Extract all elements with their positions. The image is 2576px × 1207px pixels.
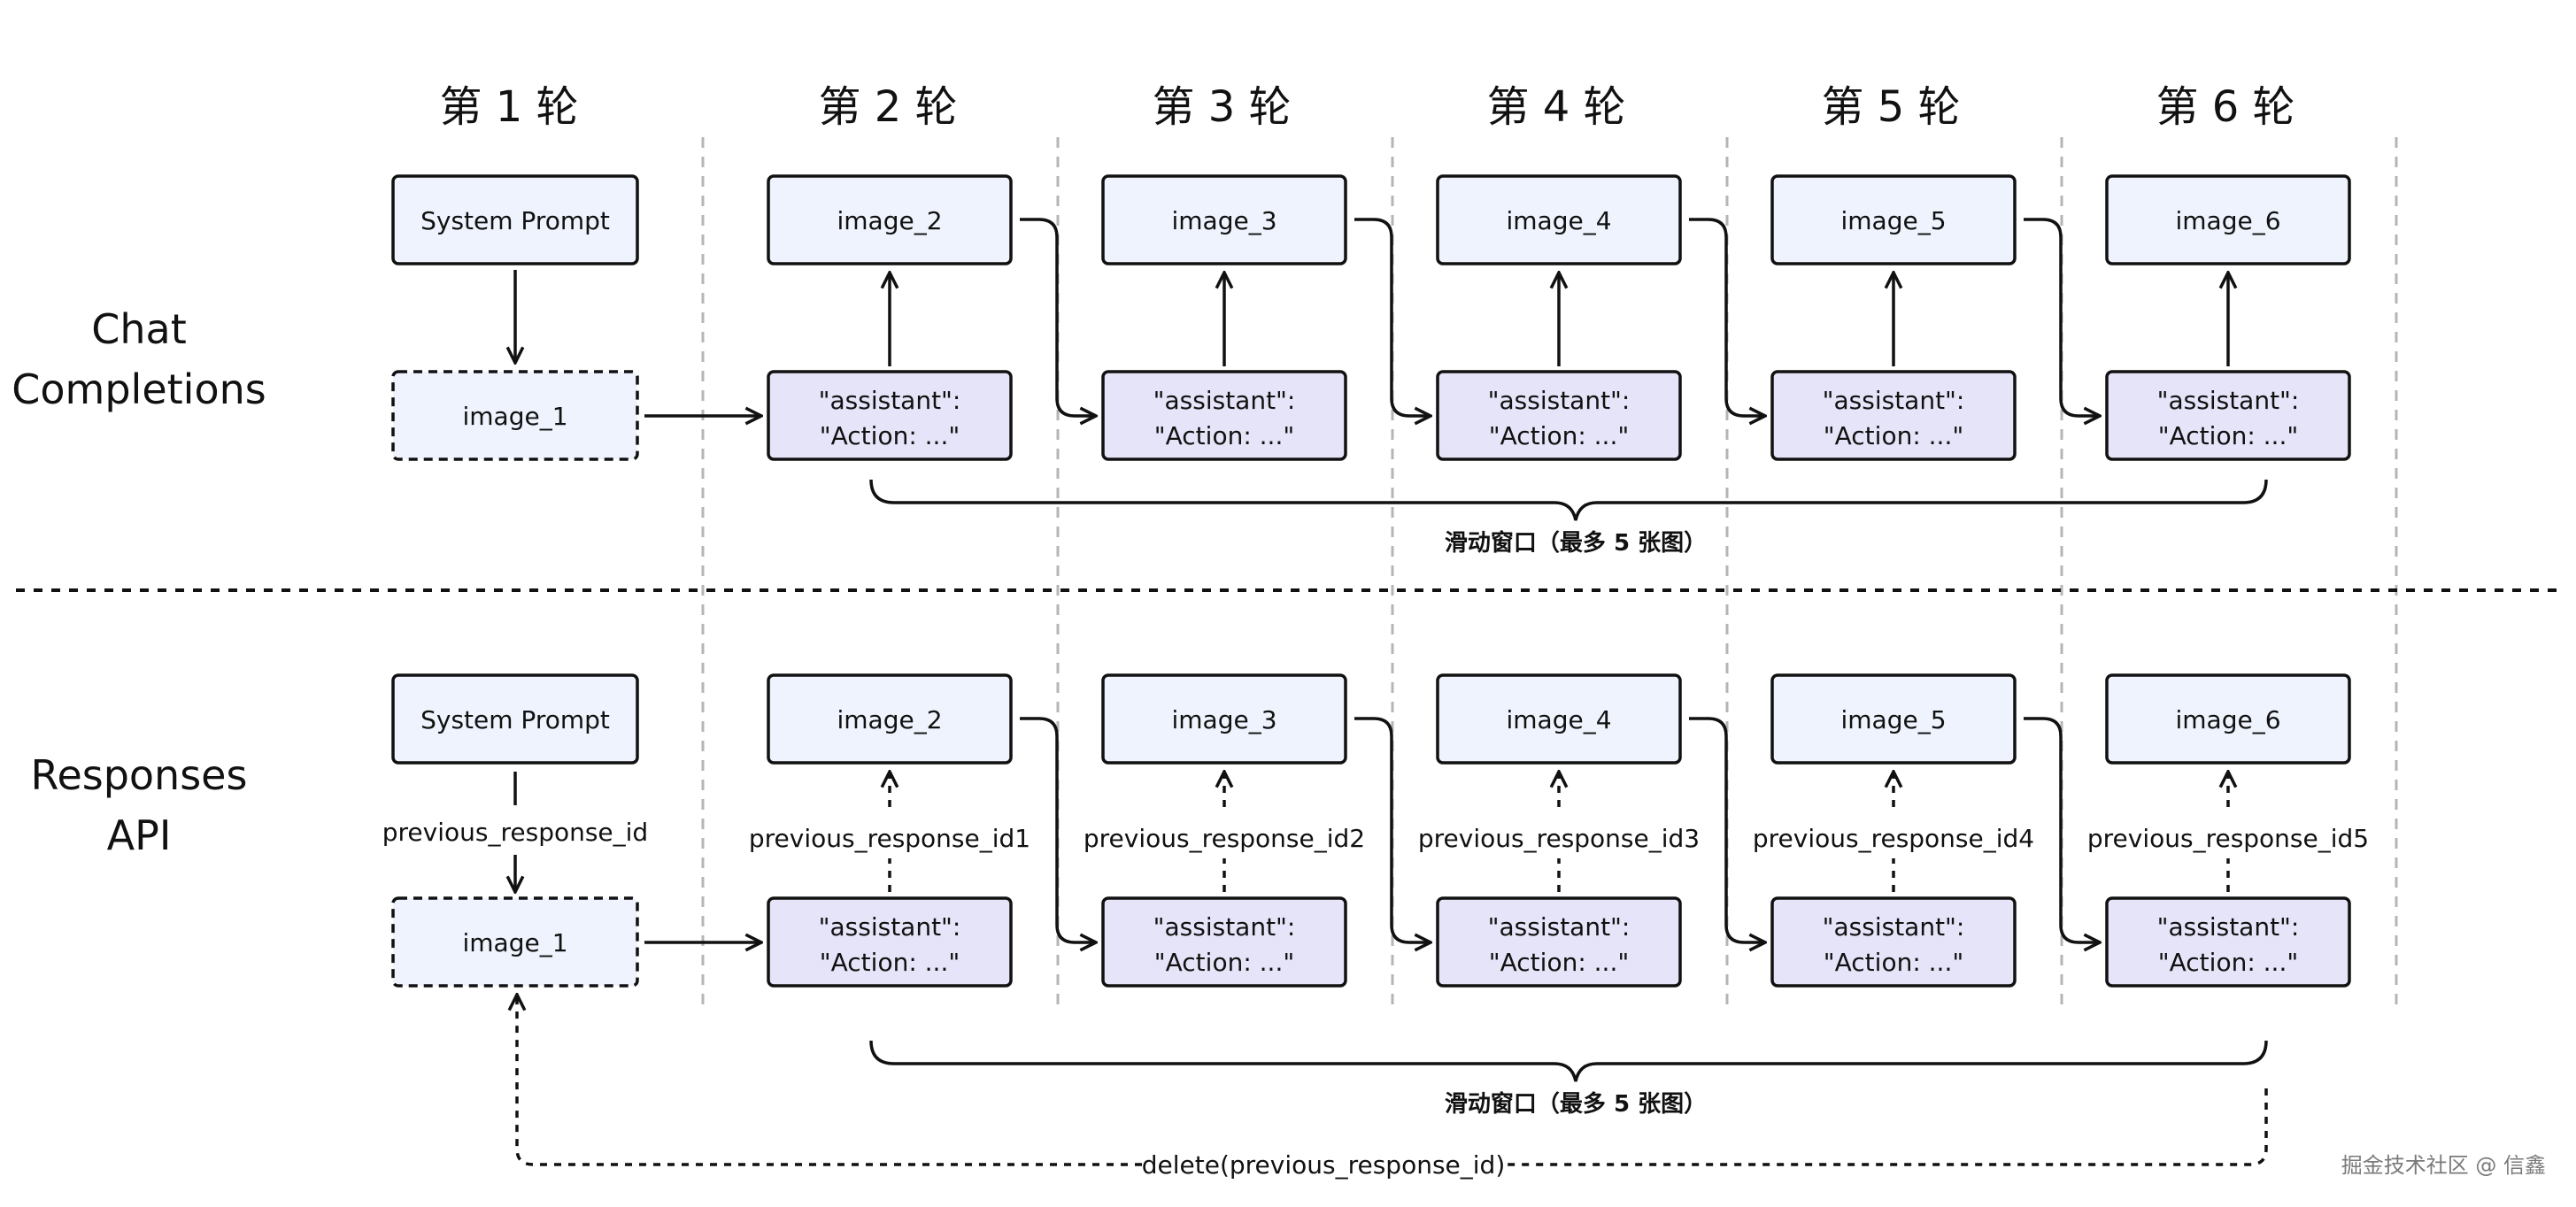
assistant-role-text: "assistant": (2157, 912, 2300, 942)
assistant-action-text: "Action: ..." (2158, 421, 2298, 450)
image-node: image_5 (1770, 673, 2017, 765)
arrow-image-to-next-assistant (2024, 717, 2100, 942)
assistant-node: "assistant": "Action: ..." (1101, 370, 1347, 461)
image-node: image_3 (1101, 673, 1347, 765)
round-title: 第 3 轮 (1152, 82, 1291, 132)
row-label-line: Chat (91, 305, 187, 353)
arrow-image-to-next-assistant (1689, 717, 1765, 942)
assistant-action-text: "Action: ..." (1154, 421, 1294, 450)
response-link-label: previous_response_id1 (749, 824, 1030, 853)
round-titles: 第 1 轮 第 2 轮 第 3 轮 第 4 轮 第 5 轮 第 6 轮 (439, 82, 2294, 132)
assistant-node: "assistant": "Action: ..." (1770, 896, 2017, 988)
image-node: image_5 (1770, 174, 2017, 265)
image-label: image_4 (1506, 705, 1611, 734)
image-node: image_2 (767, 673, 1013, 765)
image-label: image_5 (1840, 705, 1946, 734)
assistant-node: "assistant": "Action: ..." (767, 896, 1013, 988)
assistant-role-text: "assistant": (1153, 386, 1296, 415)
image-label: image_3 (1171, 705, 1276, 734)
delete-loop-line (1505, 1088, 2268, 1166)
arrow-image-to-next-assistant (1020, 717, 1096, 942)
response-link-label: previous_response_id4 (1753, 824, 2034, 853)
row-label-line: API (107, 811, 172, 859)
assistant-node: "assistant": "Action: ..." (767, 370, 1013, 461)
assistant-role-text: "assistant": (1153, 912, 1296, 942)
sliding-window-brace (869, 479, 2268, 521)
sliding-window-brace (869, 1040, 2268, 1082)
assistant-node: "assistant": "Action: ..." (2105, 896, 2351, 988)
row-label-line: Completions (12, 365, 266, 413)
image-node: image_6 (2105, 673, 2351, 765)
response-link-label: previous_response_id5 (2087, 824, 2369, 853)
arrow-image-to-next-assistant (2024, 218, 2100, 416)
round-title: 第 4 轮 (1486, 82, 1625, 132)
assistant-action-text: "Action: ..." (1489, 948, 1629, 977)
response-link-label: previous_response_id3 (1418, 824, 1700, 853)
chat-completions-row: Chat Completions System Prompt image_1 i… (12, 174, 2351, 557)
first-image-node: image_1 (391, 370, 639, 461)
assistant-node: "assistant": "Action: ..." (1436, 896, 1682, 988)
assistant-node: "assistant": "Action: ..." (1436, 370, 1682, 461)
image-label: image_2 (837, 705, 942, 734)
round-title: 第 2 轮 (818, 82, 957, 132)
assistant-action-text: "Action: ..." (1824, 421, 1963, 450)
image-node: image_2 (767, 174, 1013, 265)
system-prompt-node: System Prompt (391, 673, 639, 765)
arrow-image-to-next-assistant (1689, 218, 1765, 416)
delete-label: delete(previous_response_id) (1142, 1150, 1506, 1180)
assistant-role-text: "assistant": (1823, 386, 1965, 415)
assistant-action-text: "Action: ..." (820, 421, 960, 450)
image-node: image_4 (1436, 673, 1682, 765)
system-prompt-label: System Prompt (420, 705, 610, 734)
image-label: image_4 (1506, 206, 1611, 235)
arrow-image-to-next-assistant (1354, 218, 1431, 416)
system-prompt-label: System Prompt (420, 206, 610, 235)
response-link-label: previous_response_id2 (1084, 824, 1365, 853)
row-label-line: Responses (31, 751, 248, 799)
arrow-image-to-next-assistant (1354, 717, 1431, 942)
image-label: image_6 (2175, 206, 2280, 235)
image-label: image_5 (1840, 206, 1946, 235)
assistant-role-text: "assistant": (1823, 912, 1965, 942)
assistant-role-text: "assistant": (1488, 912, 1631, 942)
assistant-role-text: "assistant": (2157, 386, 2300, 415)
round-title: 第 1 轮 (439, 82, 578, 132)
assistant-role-text: "assistant": (1488, 386, 1631, 415)
assistant-node: "assistant": "Action: ..." (2105, 370, 2351, 461)
image-node: image_4 (1436, 174, 1682, 265)
column-separators (701, 137, 2398, 1009)
assistant-action-text: "Action: ..." (2158, 948, 2298, 977)
image-label: image_3 (1171, 206, 1276, 235)
round-title: 第 5 轮 (1821, 82, 1960, 132)
assistant-action-text: "Action: ..." (1489, 421, 1629, 450)
image-node: image_6 (2105, 174, 2351, 265)
assistant-action-text: "Action: ..." (820, 948, 960, 977)
first-image-label: image_1 (462, 402, 567, 431)
image-label: image_6 (2175, 705, 2280, 734)
first-image-label: image_1 (462, 928, 567, 957)
assistant-role-text: "assistant": (819, 912, 961, 942)
prompt-link-label: previous_response_id (382, 818, 648, 847)
delete-loop-arrow (517, 995, 1142, 1166)
sliding-window-label: 滑动窗口（最多 5 张图） (1445, 529, 1707, 557)
assistant-action-text: "Action: ..." (1154, 948, 1294, 977)
sliding-window-label: 滑动窗口（最多 5 张图） (1445, 1090, 1707, 1118)
assistant-role-text: "assistant": (819, 386, 961, 415)
assistant-node: "assistant": "Action: ..." (1101, 896, 1347, 988)
assistant-node: "assistant": "Action: ..." (1770, 370, 2017, 461)
image-label: image_2 (837, 206, 942, 235)
round-title: 第 6 轮 (2156, 82, 2294, 132)
assistant-action-text: "Action: ..." (1824, 948, 1963, 977)
first-image-node: image_1 (391, 896, 639, 988)
image-node: image_3 (1101, 174, 1347, 265)
system-prompt-node: System Prompt (391, 174, 639, 265)
responses-api-row: Responses API System Prompt previous_res… (31, 673, 2369, 1180)
watermark: 掘金技术社区 @ 信鑫 (2341, 1153, 2546, 1178)
arrow-image-to-next-assistant (1020, 218, 1096, 416)
